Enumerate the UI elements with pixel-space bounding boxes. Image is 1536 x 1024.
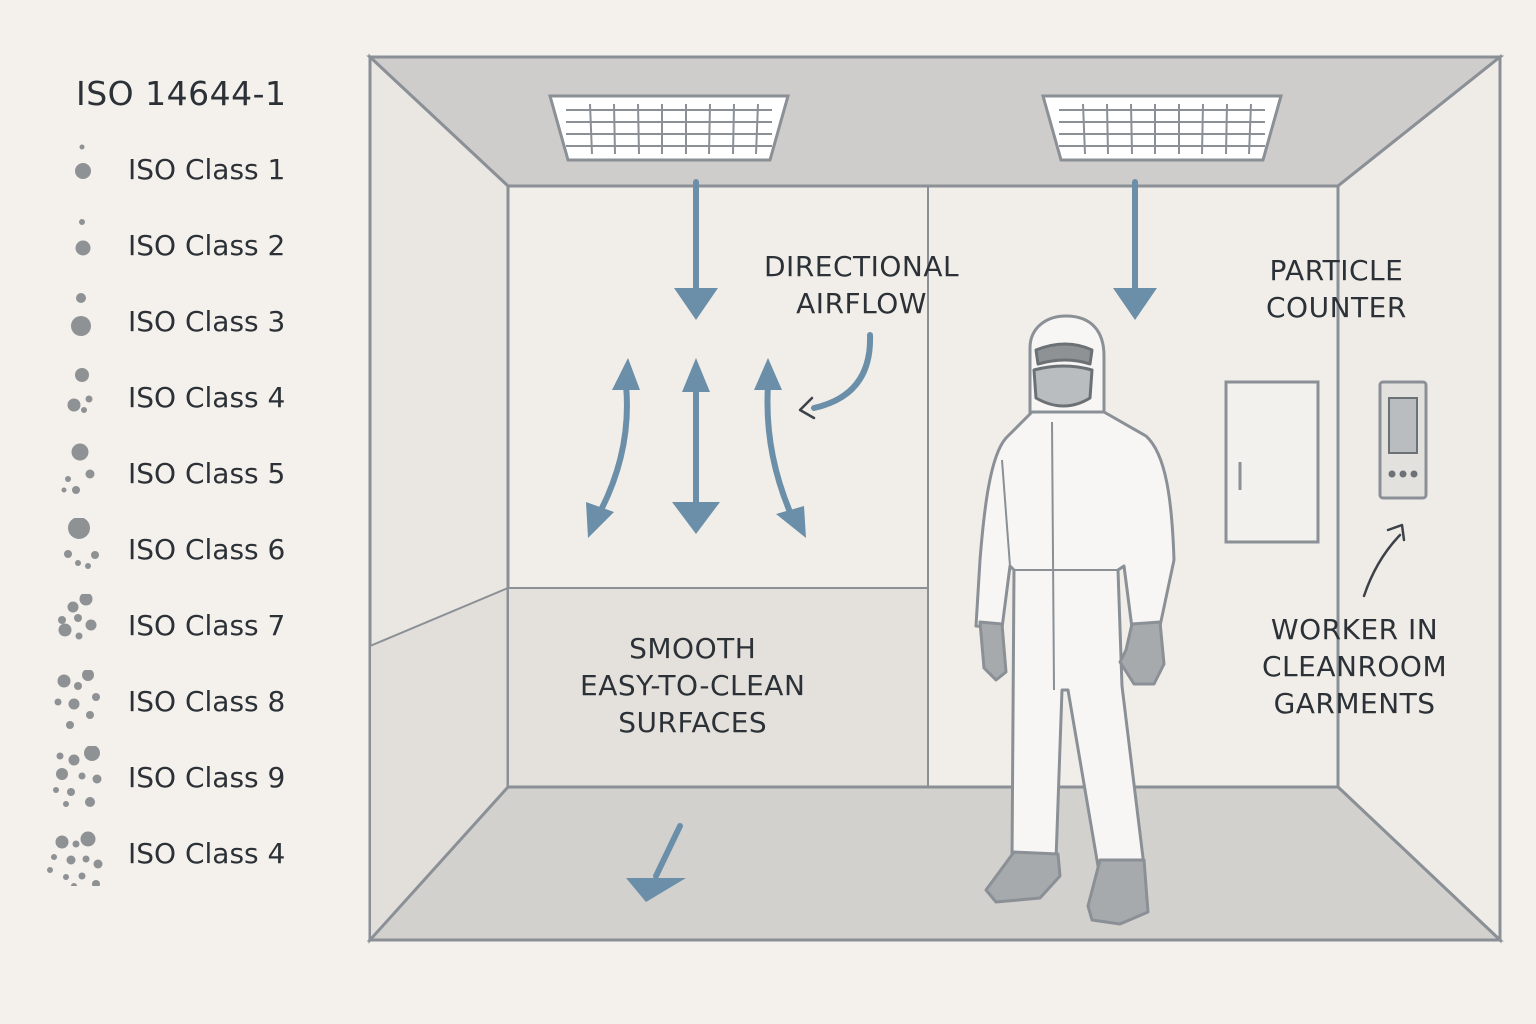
callout-line: COUNTER	[1266, 291, 1407, 324]
ceiling	[366, 55, 1505, 188]
left-boot	[984, 850, 1062, 904]
callout-line: CLEANROOM	[1262, 650, 1448, 683]
callout-particle-counter: PARTICLE COUNTER	[1266, 252, 1407, 326]
legend-label: ISO Class 5	[128, 457, 286, 490]
hepa-filter-icon	[548, 94, 1283, 162]
airflow-arrowheads	[586, 288, 1157, 902]
legend-label: ISO Class 7	[128, 609, 286, 642]
callout-arrowheads	[798, 396, 1406, 542]
callout-line: AIRFLOW	[796, 287, 927, 320]
particle-dot-icon	[71, 293, 91, 336]
callout-line: GARMENTS	[1273, 687, 1436, 720]
callout-line: WORKER IN	[1270, 613, 1439, 646]
legend-item: ISO Class 7	[40, 594, 340, 658]
callout-directional-airflow: DIRECTIONAL AIRFLOW	[764, 248, 959, 322]
legend-item: ISO Class 1	[40, 138, 340, 202]
legend-item: ISO Class 5	[40, 442, 340, 506]
legend-title: ISO 14644-1	[76, 74, 287, 113]
legend-item: ISO Class 2	[40, 214, 340, 278]
goggles	[1034, 342, 1094, 366]
callout-line: PARTICLE	[1269, 254, 1404, 287]
particle-dot-icon	[75, 144, 91, 179]
particle-counter-icon	[1378, 380, 1428, 500]
callout-worker-garments: WORKER IN CLEANROOM GARMENTS	[1262, 611, 1447, 722]
particle-dot-icon	[67, 368, 93, 413]
face-mask	[1032, 364, 1094, 408]
legend-item: ISO Class 3	[40, 290, 340, 354]
particle-dot-icon	[53, 746, 102, 807]
legend-label: ISO Class 8	[128, 685, 286, 718]
callout-smooth-surfaces: SMOOTH EASY-TO-CLEAN SURFACES	[580, 630, 805, 741]
floor	[366, 785, 1504, 942]
callout-line: SURFACES	[618, 706, 768, 739]
particle-dot-icon	[54, 670, 100, 729]
legend-label: ISO Class 6	[128, 533, 286, 566]
legend-item: ISO Class 6	[40, 518, 340, 582]
legend-item: ISO Class 4	[40, 822, 340, 886]
legend-item: ISO Class 8	[40, 670, 340, 734]
cabinet-icon	[1224, 380, 1320, 544]
right-boot	[1086, 858, 1150, 926]
legend-item: ISO Class 4	[40, 366, 340, 430]
particle-dot-icon	[47, 831, 103, 886]
suit-body	[974, 410, 1176, 868]
room-structure	[366, 53, 1505, 944]
particle-dot-icon	[58, 594, 97, 640]
particle-dot-icon	[75, 219, 91, 256]
callout-line: EASY-TO-CLEAN	[580, 669, 806, 702]
legend-label: ISO Class 4	[128, 837, 286, 870]
legend-label: ISO Class 3	[128, 305, 286, 338]
airflow-arrow-icon	[597, 179, 1402, 879]
right-glove	[1118, 620, 1166, 686]
legend-label: ISO Class 1	[128, 153, 286, 186]
particle-dot-icon	[61, 443, 95, 494]
particle-dot-icon	[64, 518, 99, 569]
left-glove	[978, 620, 1008, 682]
callout-line: DIRECTIONAL	[764, 250, 960, 283]
legend-item: ISO Class 9	[40, 746, 340, 810]
legend-label: ISO Class 9	[128, 761, 286, 794]
legend-label: ISO Class 4	[128, 381, 286, 414]
cleanroom-worker-icon	[974, 314, 1176, 926]
hepa-filter-grid	[566, 103, 1265, 155]
legend-label: ISO Class 2	[128, 229, 286, 262]
callout-line: SMOOTH	[629, 632, 757, 665]
